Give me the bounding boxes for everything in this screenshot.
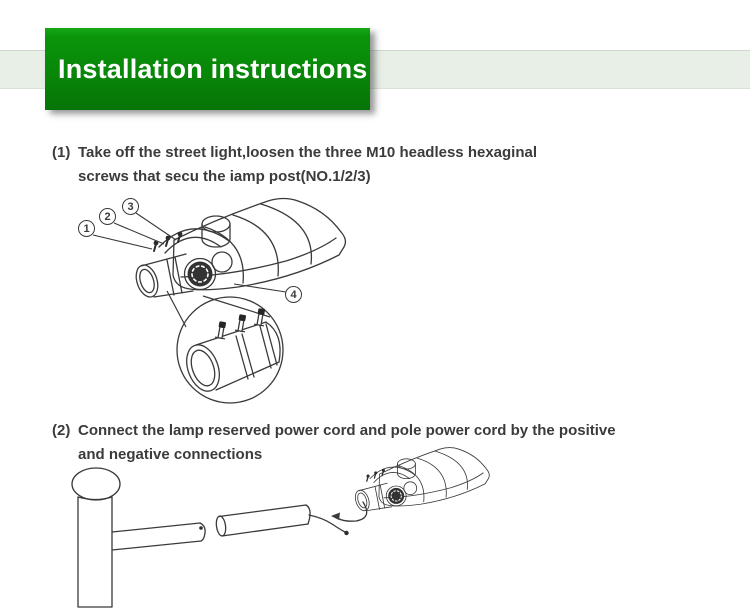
callout-leader-lines bbox=[92, 212, 287, 293]
lamp-head-drawing bbox=[135, 197, 347, 298]
step-1-marker: (1) bbox=[52, 144, 71, 161]
step-1-line-1: Take off the street light,loosen the thr… bbox=[78, 144, 538, 161]
step-2: (2) Connect the lamp reserved power cord… bbox=[52, 419, 616, 467]
collar-screws bbox=[153, 231, 183, 252]
pole-arm bbox=[111, 522, 206, 551]
figure-step1-diagram: 1 2 3 4 bbox=[70, 196, 360, 416]
step-2-line-1: Connect the lamp reserved power cord and… bbox=[78, 422, 616, 439]
detached-arm-segment bbox=[215, 504, 311, 537]
step-1: (1) Take off the street light,loosen the… bbox=[52, 141, 537, 189]
callout-4: 4 bbox=[285, 286, 302, 303]
lamp-power-cord bbox=[331, 501, 368, 522]
title-banner: Installation instructions bbox=[45, 28, 370, 110]
callout-1: 1 bbox=[78, 220, 95, 237]
mounting-collar bbox=[135, 231, 194, 298]
step-2-marker: (2) bbox=[52, 422, 71, 439]
hinge-knuckle bbox=[183, 257, 217, 291]
lamp-head-drawing-small bbox=[352, 446, 490, 514]
streetlight-collar-diagram bbox=[92, 197, 347, 404]
step-2-line-2: and negative connections bbox=[78, 446, 263, 463]
hex-screws bbox=[214, 308, 266, 340]
callout-3: 3 bbox=[122, 198, 139, 215]
pole-connection-diagram bbox=[71, 446, 490, 608]
step-1-line-2: screws that secu the iamp post(NO.1/2/3) bbox=[78, 168, 371, 185]
callout-2: 2 bbox=[99, 208, 116, 225]
cord-arrow-icon bbox=[331, 512, 340, 520]
lamp-pole bbox=[71, 467, 121, 608]
magnifier-collar-detail bbox=[186, 308, 281, 392]
page-title: Installation instructions bbox=[58, 54, 368, 84]
figure-step2-diagram bbox=[55, 440, 495, 614]
pole-power-cord bbox=[308, 514, 349, 536]
